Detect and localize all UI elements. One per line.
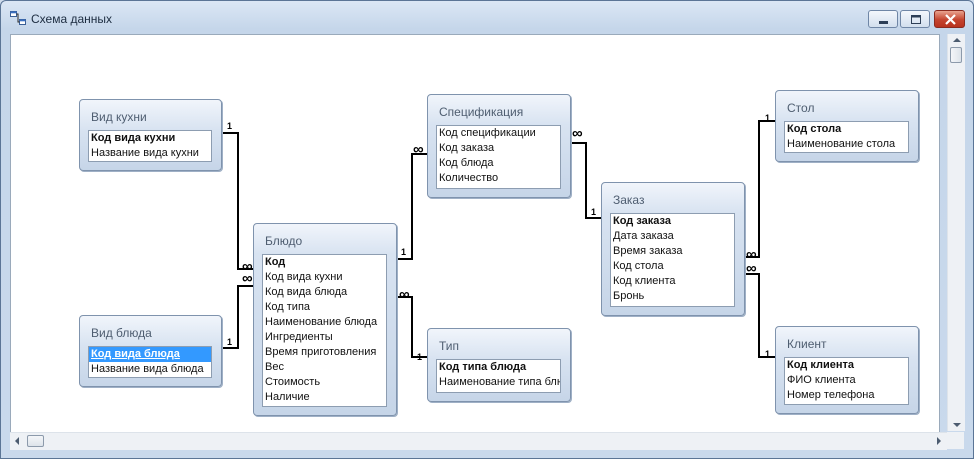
field-item[interactable]: Код блюда xyxy=(439,157,494,169)
table-title: Вид блюда xyxy=(91,326,152,340)
scroll-down-icon[interactable] xyxy=(953,423,961,427)
one-marker: 1 xyxy=(401,247,406,257)
restore-icon xyxy=(911,15,921,24)
many-marker: ∞ xyxy=(242,270,253,287)
field-list[interactable]: Код спецификации Код заказа Код блюда Ко… xyxy=(436,125,561,189)
field-list[interactable]: Код клиента ФИО клиента Номер телефона xyxy=(784,357,909,405)
field-item[interactable]: Наличие xyxy=(265,391,310,403)
table-title: Тип xyxy=(439,339,460,353)
table-vid-bluda[interactable]: Вид блюда Код вида блюда Название вида б… xyxy=(79,315,222,387)
relationships-icon xyxy=(10,11,26,25)
field-item[interactable]: Стоимость xyxy=(265,376,321,388)
field-primary-key[interactable]: Код заказа xyxy=(613,215,671,227)
field-item[interactable]: Код типа xyxy=(265,301,311,313)
field-item[interactable]: Код заказа xyxy=(439,142,495,154)
table-stol[interactable]: Стол Код стола Наименование стола xyxy=(775,90,919,162)
field-item[interactable]: Наименование типа блю xyxy=(439,376,560,388)
table-title: Спецификация xyxy=(439,105,524,119)
field-item[interactable]: Код вида блюда xyxy=(265,286,348,298)
field-item[interactable]: Вес xyxy=(265,361,284,373)
field-item[interactable]: Код вида кухни xyxy=(265,271,343,283)
rel-vid-bluda-bludo[interactable] xyxy=(222,285,253,349)
field-primary-key[interactable]: Код xyxy=(265,256,286,268)
scroll-right-icon[interactable] xyxy=(937,437,941,445)
scroll-up-icon[interactable] xyxy=(953,38,961,42)
restore-button[interactable] xyxy=(900,10,930,28)
one-marker: 1 xyxy=(765,113,770,123)
field-item[interactable]: Название вида блюда xyxy=(91,363,204,375)
one-marker: 1 xyxy=(227,337,232,347)
horizontal-scrollbar[interactable] xyxy=(10,432,947,450)
table-title: Клиент xyxy=(787,337,827,351)
many-marker: ∞ xyxy=(572,125,583,142)
rel-vid-kuhni-bludo[interactable] xyxy=(222,132,253,270)
field-list[interactable]: Код стола Наименование стола xyxy=(784,121,909,153)
field-item[interactable]: Наименование блюда xyxy=(265,316,378,328)
scroll-left-icon[interactable] xyxy=(15,437,19,445)
field-item[interactable]: Время приготовления xyxy=(265,346,377,358)
field-list[interactable]: Код заказа Дата заказа Время заказа Код … xyxy=(610,213,735,307)
horizontal-scroll-thumb[interactable] xyxy=(27,435,44,447)
field-item[interactable]: Ингредиенты xyxy=(265,331,333,343)
field-item[interactable]: Код стола xyxy=(613,260,664,272)
field-primary-key-selected[interactable]: Код вида блюда xyxy=(89,347,211,362)
vertical-scrollbar[interactable] xyxy=(947,34,965,431)
field-item[interactable]: Номер телефона xyxy=(787,389,875,401)
field-list[interactable]: Код вида блюда Название вида блюда xyxy=(88,346,212,378)
field-item[interactable]: Время заказа xyxy=(613,245,683,257)
field-list[interactable]: Код типа блюда Наименование типа блю xyxy=(436,359,561,393)
field-primary-key[interactable]: Код типа блюда xyxy=(439,361,527,373)
title-bar[interactable]: Схема данных xyxy=(1,1,973,33)
table-zakaz[interactable]: Заказ Код заказа Дата заказа Время заказ… xyxy=(601,182,745,316)
field-item[interactable]: Название вида кухни xyxy=(91,147,199,159)
table-klient[interactable]: Клиент Код клиента ФИО клиента Номер тел… xyxy=(775,326,919,414)
window-title: Схема данных xyxy=(31,12,113,26)
many-marker: ∞ xyxy=(399,286,410,303)
field-item[interactable]: Код спецификации xyxy=(439,127,536,139)
rel-spec-zakaz[interactable] xyxy=(571,142,601,219)
rel-klient-zakaz[interactable] xyxy=(745,273,775,358)
one-marker: 1 xyxy=(417,352,422,362)
one-marker: 1 xyxy=(227,121,232,131)
vertical-scroll-thumb[interactable] xyxy=(950,47,962,63)
table-title: Вид кухни xyxy=(91,110,147,124)
table-tip[interactable]: Тип Код типа блюда Наименование типа блю xyxy=(427,328,571,402)
rel-bludo-spec[interactable] xyxy=(397,153,427,260)
table-bludo[interactable]: Блюдо Код Код вида кухни Код вида блюда … xyxy=(253,223,397,416)
many-marker: ∞ xyxy=(746,246,757,263)
field-item[interactable]: Дата заказа xyxy=(613,230,674,242)
one-marker: 1 xyxy=(765,349,770,359)
table-title: Заказ xyxy=(613,193,645,207)
many-marker: ∞ xyxy=(413,141,424,158)
field-primary-key[interactable]: Код вида кухни xyxy=(91,132,176,144)
table-vid-kuhni[interactable]: Вид кухни Код вида кухни Название вида к… xyxy=(79,99,222,171)
table-title: Стол xyxy=(787,101,815,115)
close-button[interactable] xyxy=(934,10,965,28)
many-marker: ∞ xyxy=(746,260,757,277)
relationship-lines: 1∞1∞1∞∞1∞11∞1∞ xyxy=(222,113,775,362)
field-item[interactable]: Код клиента xyxy=(613,275,676,287)
field-list[interactable]: Код Код вида кухни Код вида блюда Код ти… xyxy=(262,254,387,407)
field-item[interactable]: Бронь xyxy=(613,290,645,302)
field-item[interactable]: Наименование стола xyxy=(787,138,896,150)
field-primary-key[interactable]: Код клиента xyxy=(787,359,854,371)
one-marker: 1 xyxy=(591,207,596,217)
table-title: Блюдо xyxy=(265,234,303,248)
field-item[interactable]: Количество xyxy=(439,172,499,184)
field-primary-key[interactable]: Код стола xyxy=(787,123,842,135)
table-specifikaciya[interactable]: Спецификация Код спецификации Код заказа… xyxy=(427,94,571,198)
many-marker: ∞ xyxy=(242,258,253,275)
field-item[interactable]: ФИО клиента xyxy=(787,374,856,386)
minimize-button[interactable] xyxy=(868,10,898,28)
rel-bludo-tip[interactable] xyxy=(397,296,427,358)
size-grip xyxy=(947,432,964,449)
close-icon xyxy=(945,14,956,25)
minimize-icon xyxy=(879,21,888,24)
field-list[interactable]: Код вида кухни Название вида кухни xyxy=(88,130,212,162)
rel-stol-zakaz[interactable] xyxy=(745,120,775,258)
